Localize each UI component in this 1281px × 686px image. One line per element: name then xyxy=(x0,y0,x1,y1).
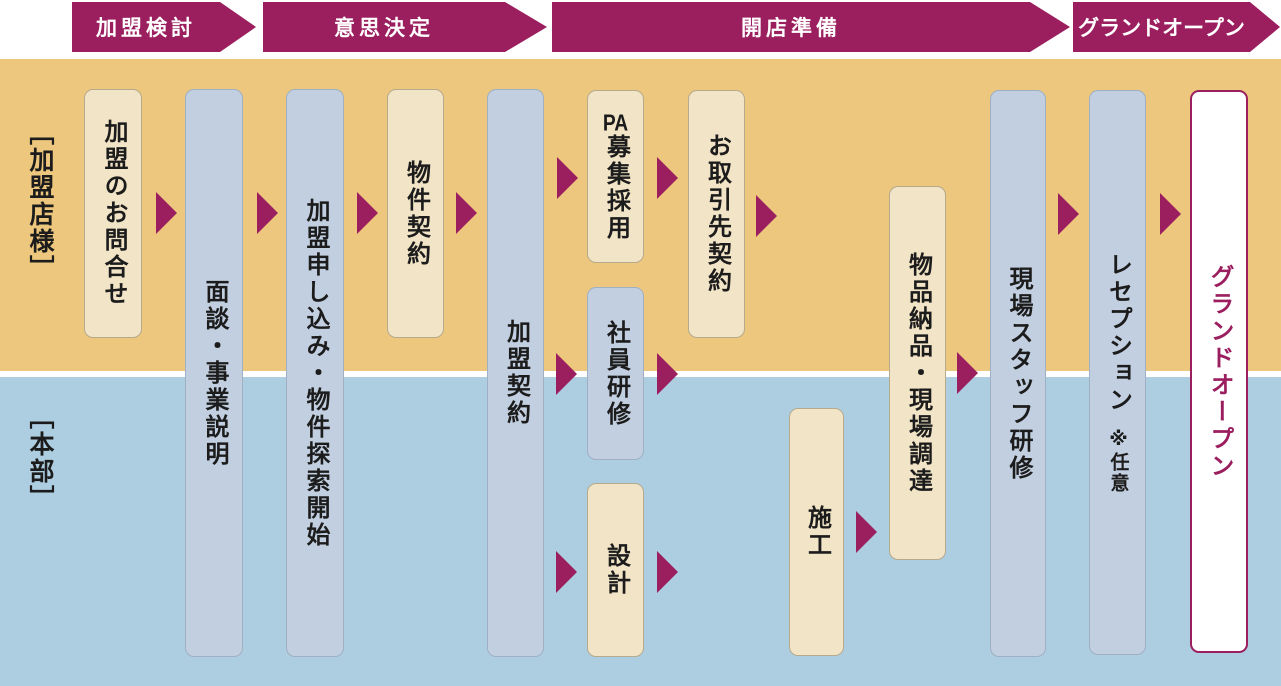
step-reception-note: ※任意 xyxy=(1107,427,1129,494)
step-site-staff-training-box: 現場スタッフ研修 xyxy=(990,90,1046,657)
step-construction-box: 施工 xyxy=(789,408,844,656)
step-pa-recruiting-box: PA募集採用 xyxy=(587,90,644,263)
step-goods-delivery-box: 物品納品・現場調達 xyxy=(889,186,946,560)
stage-banner-grand-open-label: グランドオープン xyxy=(1078,17,1245,40)
step-goods-delivery-label: 物品納品・現場調達 xyxy=(904,251,932,495)
headquarters-lane-label: ［本部］ xyxy=(26,404,54,512)
step-reception-label: レセプション ※任意 xyxy=(1104,251,1132,494)
step-site-staff-training-label: 現場スタッフ研修 xyxy=(1005,265,1032,482)
step-grand-open-box: グランドオープン xyxy=(1190,90,1248,653)
step-inquiry-label: 加盟のお問合せ xyxy=(100,119,127,308)
step-staff-training-label: 社員研修 xyxy=(602,319,630,428)
step-pa-recruiting-label-body: 募集採用 xyxy=(602,134,630,242)
step-property-contract-label: 物件契約 xyxy=(402,159,430,268)
step-interview-label: 面談・事業説明 xyxy=(201,278,228,468)
step-property-contract-box: 物件契約 xyxy=(387,89,444,338)
stage-banner-preparation: 開店準備 xyxy=(552,2,1070,52)
stage-banner-consideration: 加盟検討 xyxy=(72,2,256,52)
stage-banner-decision-label: 意思決定 xyxy=(334,17,434,40)
step-franchise-contract-label: 加盟契約 xyxy=(502,319,530,427)
step-inquiry-box: 加盟のお問合せ xyxy=(84,89,142,338)
step-pa-recruiting-label-head: PA xyxy=(602,111,629,134)
step-design-box: 設計 xyxy=(587,483,644,657)
step-supplier-contract-box: お取引先契約 xyxy=(688,90,745,338)
stage-banner-consideration-label: 加盟検討 xyxy=(96,17,196,40)
stage-banner-preparation-label: 開店準備 xyxy=(741,17,841,40)
step-franchise-contract-box: 加盟契約 xyxy=(487,89,544,657)
franchisee-lane-label: ［加盟店様］ xyxy=(26,120,54,282)
step-application-label: 加盟申し込み・物件探索開始 xyxy=(302,197,329,549)
step-interview-box: 面談・事業説明 xyxy=(185,89,243,657)
step-design-label: 設計 xyxy=(602,543,630,597)
step-grand-open-label: グランドオープン xyxy=(1206,263,1233,480)
stage-banner-decision: 意思決定 xyxy=(263,2,547,52)
step-reception-label-body: レセプション xyxy=(1104,251,1132,414)
step-construction-label: 施工 xyxy=(803,505,831,559)
step-staff-training-box: 社員研修 xyxy=(587,287,644,460)
step-pa-recruiting-label: PA募集採用 xyxy=(602,111,630,242)
stage-banner-grand-open: グランドオープン xyxy=(1073,2,1280,52)
step-reception-box: レセプション ※任意 xyxy=(1089,90,1146,655)
step-supplier-contract-label: お取引先契約 xyxy=(703,133,731,295)
step-application-box: 加盟申し込み・物件探索開始 xyxy=(286,89,344,657)
